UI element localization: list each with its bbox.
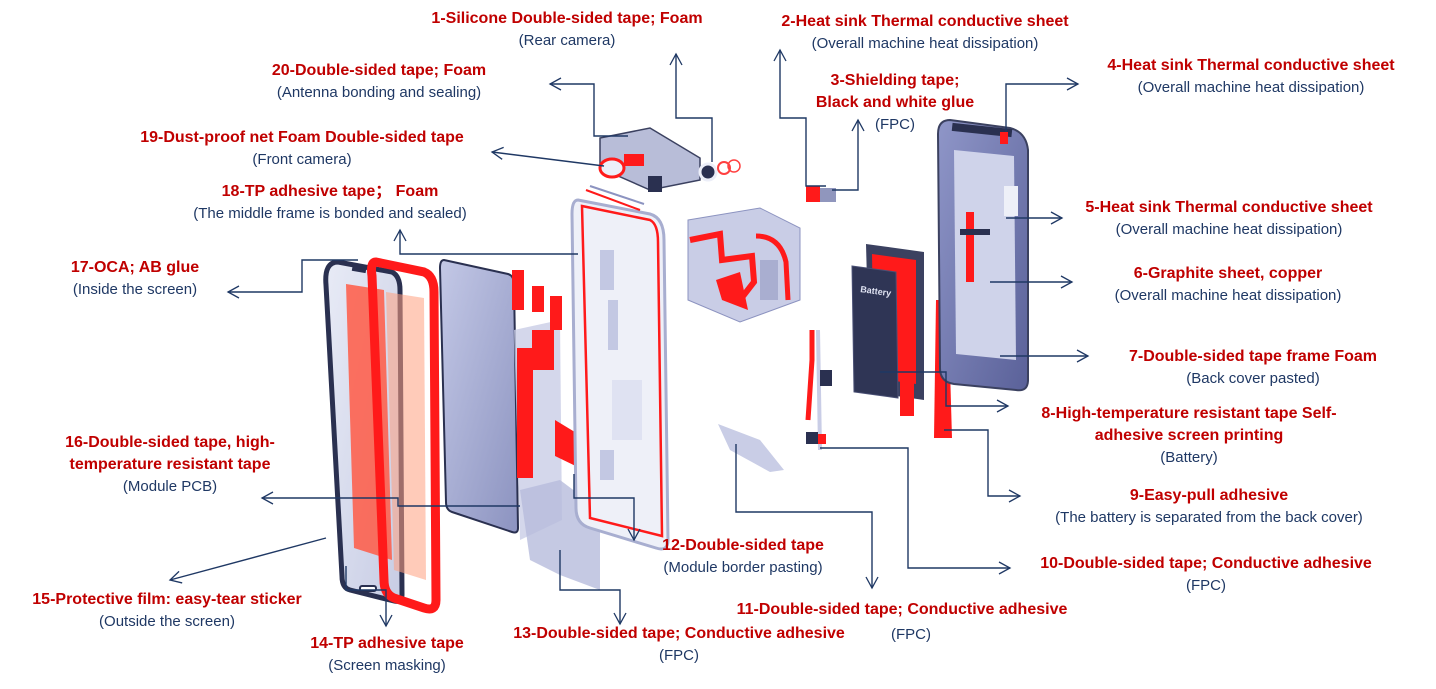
label-2-subtitle: (Overall machine heat dissipation) bbox=[811, 35, 1039, 52]
label-7-title: 7-Double-sided tape frame Foam bbox=[1128, 348, 1378, 365]
label-3-title-line2: Black and white glue bbox=[815, 94, 975, 111]
label-16-title-line2: temperature resistant tape bbox=[69, 456, 271, 473]
label-9-subtitle: (The battery is separated from the back … bbox=[1055, 509, 1363, 526]
label-7-subtitle: (Back cover pasted) bbox=[1186, 370, 1320, 387]
label-7: 7-Double-sided tape frame Foam (Back cov… bbox=[1106, 346, 1400, 390]
label-15: 15-Protective film: easy-tear sticker (O… bbox=[12, 589, 322, 633]
label-16-subtitle: (Module PCB) bbox=[122, 478, 218, 495]
label-14-title: 14-TP adhesive tape bbox=[310, 635, 464, 652]
label-19: 19-Dust-proof net Foam Double-sided tape… bbox=[112, 127, 492, 171]
leader-2 bbox=[773, 48, 826, 187]
label-17-subtitle: (Inside the screen) bbox=[72, 281, 198, 298]
label-18: 18-TP adhesive tape； Foam (The middle fr… bbox=[160, 181, 500, 225]
leader-9 bbox=[944, 429, 1022, 503]
leader-12 bbox=[573, 474, 641, 542]
battery: Battery bbox=[851, 244, 924, 416]
label-8-title-line2: adhesive screen printing bbox=[1094, 427, 1284, 444]
label-8-title: 8-High-temperature resistant tape Self- bbox=[1041, 405, 1337, 422]
leader-13 bbox=[559, 550, 627, 626]
label-20-subtitle: (Antenna bonding and sealing) bbox=[276, 84, 482, 101]
leader-16 bbox=[260, 491, 520, 507]
label-15-subtitle: (Outside the screen) bbox=[99, 613, 235, 630]
lcd-module bbox=[438, 258, 520, 534]
leader-lines bbox=[168, 48, 1090, 628]
leader-19 bbox=[490, 146, 605, 167]
label-12: 12-Double-sided tape (Module border past… bbox=[638, 535, 848, 579]
leader-20 bbox=[548, 77, 628, 137]
battery-label: Battery bbox=[860, 284, 892, 298]
label-9-title: 9-Easy-pull adhesive bbox=[1129, 487, 1289, 504]
label-13-subtitle: (FPC) bbox=[659, 647, 699, 664]
module-pcb-tapes bbox=[512, 270, 600, 590]
label-13-title: 13-Double-sided tape; Conductive adhesiv… bbox=[513, 625, 845, 642]
label-17-title: 17-OCA; AB glue bbox=[70, 259, 200, 276]
label-13: 13-Double-sided tape; Conductive adhesiv… bbox=[494, 623, 864, 667]
camera-assembly bbox=[598, 127, 741, 192]
label-12-title: 12-Double-sided tape bbox=[662, 537, 824, 554]
label-11-title: 11-Double-sided tape; Conductive adhesiv… bbox=[736, 601, 1068, 618]
label-8-subtitle: (Battery) bbox=[1160, 449, 1218, 466]
fpc-strip bbox=[718, 186, 836, 472]
back-cover bbox=[936, 118, 1029, 392]
leader-18 bbox=[393, 228, 578, 255]
leader-4 bbox=[1005, 77, 1080, 132]
leader-17 bbox=[226, 259, 358, 299]
label-10-title: 10-Double-sided tape; Conductive adhesiv… bbox=[1040, 555, 1372, 572]
label-14-subtitle: (Screen masking) bbox=[328, 657, 446, 674]
label-15-title: 15-Protective film: easy-tear sticker bbox=[32, 591, 302, 608]
label-9: 9-Easy-pull adhesive (The battery is sep… bbox=[1014, 485, 1404, 529]
label-16-title: 16-Double-sided tape, high- bbox=[65, 434, 275, 451]
label-2: 2-Heat sink Thermal conductive sheet (Ov… bbox=[758, 11, 1092, 55]
mainboard bbox=[687, 207, 801, 323]
leader-10 bbox=[820, 447, 1012, 575]
label-11: 11-Double-sided tape; Conductive adhesiv… bbox=[712, 599, 1092, 621]
label-1-title: 1-Silicone Double-sided tape; Foam bbox=[431, 10, 703, 27]
middle-frame bbox=[570, 185, 670, 551]
label-19-subtitle: (Front camera) bbox=[252, 151, 352, 168]
leader-3 bbox=[832, 118, 865, 191]
label-10: 10-Double-sided tape; Conductive adhesiv… bbox=[1016, 553, 1396, 597]
label-4-subtitle: (Overall machine heat dissipation) bbox=[1137, 79, 1365, 96]
label-11-subtitle: (FPC) bbox=[891, 626, 931, 643]
label-11-subtitle-box: (FPC) bbox=[886, 624, 936, 646]
tp-adhesive-frame bbox=[367, 257, 441, 614]
label-20: 20-Double-sided tape; Foam (Antenna bond… bbox=[246, 60, 512, 104]
label-6-subtitle: (Overall machine heat dissipation) bbox=[1114, 287, 1342, 304]
label-4: 4-Heat sink Thermal conductive sheet (Ov… bbox=[1084, 55, 1418, 99]
label-19-title: 19-Dust-proof net Foam Double-sided tape bbox=[140, 129, 464, 146]
label-2-title: 2-Heat sink Thermal conductive sheet bbox=[781, 13, 1069, 30]
label-20-title: 20-Double-sided tape; Foam bbox=[271, 62, 487, 79]
label-5-subtitle: (Overall machine heat dissipation) bbox=[1115, 221, 1343, 238]
leader-11 bbox=[735, 444, 879, 590]
label-14: 14-TP adhesive tape (Screen masking) bbox=[292, 633, 482, 677]
label-3-title: 3-Shielding tape; bbox=[830, 72, 960, 89]
label-8: 8-High-temperature resistant tape Self- … bbox=[1024, 403, 1354, 469]
leader-8 bbox=[880, 371, 1010, 413]
label-5: 5-Heat sink Thermal conductive sheet (Ov… bbox=[1062, 197, 1396, 241]
label-16: 16-Double-sided tape, high- temperature … bbox=[40, 432, 300, 498]
label-6-title: 6-Graphite sheet, copper bbox=[1133, 265, 1323, 282]
label-18-subtitle: (The middle frame is bonded and sealed) bbox=[193, 205, 467, 222]
label-6: 6-Graphite sheet, copper (Overall machin… bbox=[1082, 263, 1374, 307]
label-3: 3-Shielding tape; Black and white glue (… bbox=[800, 70, 990, 136]
label-1-subtitle: (Rear camera) bbox=[518, 32, 616, 49]
label-10-subtitle: (FPC) bbox=[1186, 577, 1226, 594]
leader-1 bbox=[669, 52, 713, 162]
label-12-subtitle: (Module border pasting) bbox=[663, 559, 823, 576]
label-5-title: 5-Heat sink Thermal conductive sheet bbox=[1085, 199, 1373, 216]
label-4-title: 4-Heat sink Thermal conductive sheet bbox=[1107, 57, 1395, 74]
label-18-title: 18-TP adhesive tape； Foam bbox=[221, 183, 439, 200]
leader-15 bbox=[168, 537, 327, 584]
label-17: 17-OCA; AB glue (Inside the screen) bbox=[50, 257, 220, 301]
label-1: 1-Silicone Double-sided tape; Foam (Rear… bbox=[402, 8, 732, 52]
label-3-subtitle: (FPC) bbox=[875, 116, 915, 133]
leader-14 bbox=[345, 566, 393, 628]
